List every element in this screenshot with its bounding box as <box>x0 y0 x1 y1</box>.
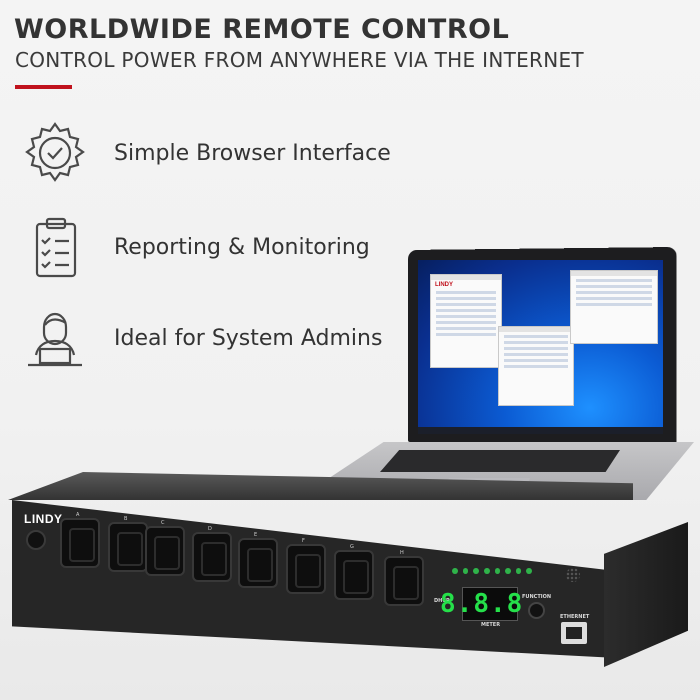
function-label: FUNCTION <box>522 594 552 600</box>
outlet-label: F <box>302 538 305 544</box>
outlet-label: E <box>254 532 258 538</box>
browser-window: LINDY <box>430 274 502 368</box>
outlet-label: H <box>400 550 404 556</box>
laptop-screen: LINDY <box>418 260 663 434</box>
outlet <box>334 550 374 600</box>
browser-window <box>570 270 658 344</box>
feature-browser-interface: Simple Browser Interface <box>18 118 391 188</box>
pdu-top <box>8 472 633 500</box>
outlet <box>238 538 278 588</box>
outlet-status-leds <box>452 568 532 576</box>
outlet-label: C <box>161 520 165 526</box>
pdu-brand-logo: LINDY <box>24 512 63 526</box>
gear-check-icon <box>18 118 92 188</box>
feature-system-admins: Ideal for System Admins <box>18 303 382 373</box>
outlet-label: D <box>208 526 212 532</box>
outlet-label: A <box>76 512 80 518</box>
headline: WORLDWIDE REMOTE CONTROL <box>14 14 510 45</box>
outlet-label: G <box>350 544 354 550</box>
outlet <box>192 532 232 582</box>
accent-bar <box>15 85 72 89</box>
outlet <box>384 556 424 606</box>
outlet <box>286 544 326 594</box>
outlet-label: B <box>124 516 128 522</box>
outlet <box>145 526 185 576</box>
pdu-image: LINDY A B C D E F G H DHCP 8.8.8. METER … <box>4 472 688 667</box>
browser-window <box>498 326 574 406</box>
subheadline: CONTROL POWER FROM ANYWHERE VIA THE INTE… <box>15 48 584 72</box>
pdu-side <box>604 522 688 667</box>
outlet <box>60 518 100 568</box>
screen-logo: LINDY <box>435 282 453 288</box>
dhcp-label: DHCP <box>434 598 450 604</box>
meter-label: METER <box>481 622 501 628</box>
ethernet-label: ETHERNET <box>560 614 590 620</box>
buzzer-grill <box>566 568 580 582</box>
ethernet-port <box>561 622 587 644</box>
feature-label: Ideal for System Admins <box>114 325 383 351</box>
clipboard-checklist-icon <box>18 212 92 282</box>
meter-display: 8.8.8. <box>440 587 540 621</box>
feature-label: Reporting & Monitoring <box>114 234 370 260</box>
feature-reporting: Reporting & Monitoring <box>18 212 370 282</box>
outlet <box>108 522 148 572</box>
feature-label: Simple Browser Interface <box>114 140 391 166</box>
taskbar <box>418 427 663 434</box>
laptop-keyboard <box>380 450 620 472</box>
laptop-image: LINDY <box>290 246 700 510</box>
function-button <box>528 602 545 619</box>
admin-user-icon <box>18 303 92 373</box>
power-switch <box>26 530 46 550</box>
